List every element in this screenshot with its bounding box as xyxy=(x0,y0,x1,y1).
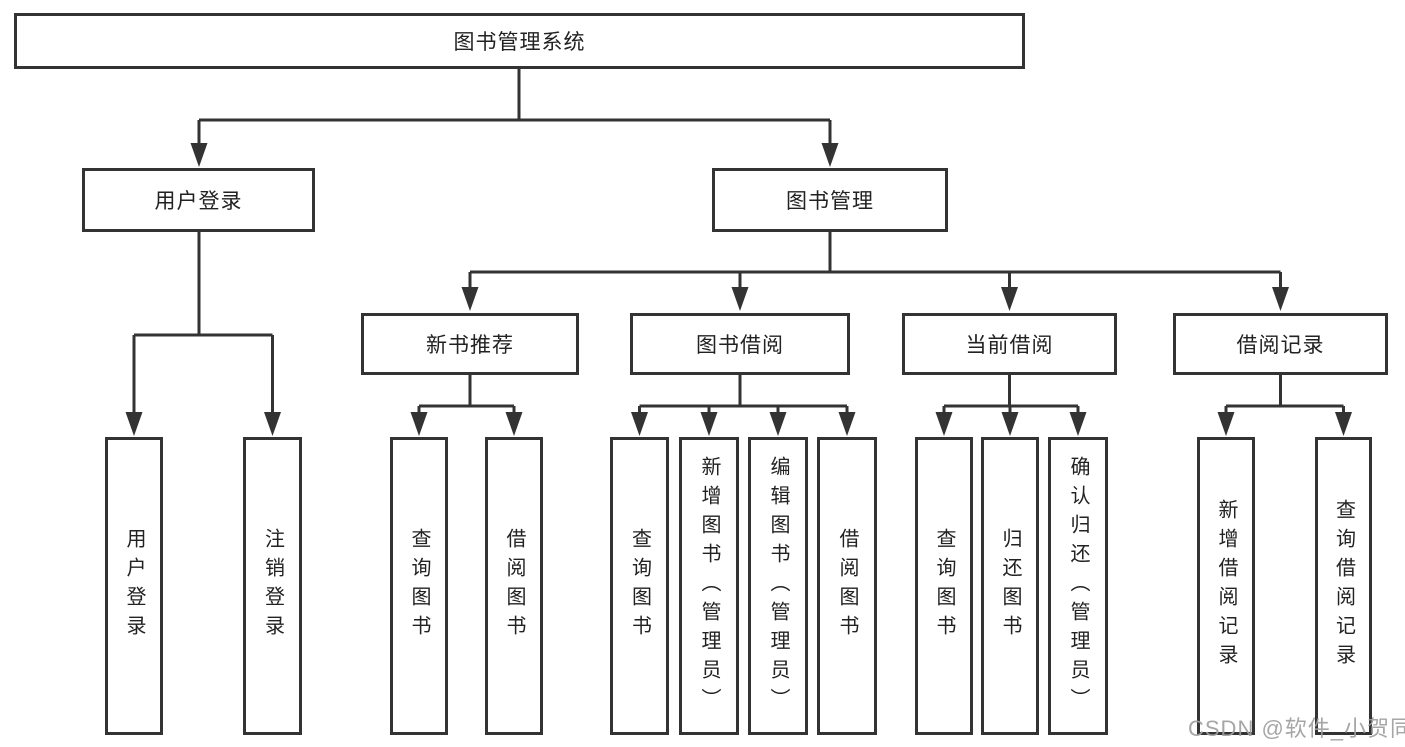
leaf-label: 查询图书 xyxy=(628,528,651,644)
arrowhead-icon xyxy=(1217,412,1235,436)
leaf-label: 查询借阅记录 xyxy=(1332,499,1355,673)
leaf-user-login: 用户登录 xyxy=(105,437,163,735)
leaf-label: 新增借阅记录 xyxy=(1215,499,1237,673)
leaf-label: 借阅图书 xyxy=(503,528,525,644)
leaf-logout: 注销登录 xyxy=(243,437,302,735)
arrowhead-icon xyxy=(461,287,479,311)
node-new-book-recommend: 新书推荐 xyxy=(361,313,579,375)
arrowhead-icon xyxy=(821,143,839,167)
node-book-management: 图书管理 xyxy=(712,168,948,232)
connector-current-to-leaves xyxy=(942,375,1080,414)
arrowhead-icon xyxy=(631,412,648,436)
arrowhead-icon xyxy=(264,412,281,436)
leaf-confirm-return-admin: 确认归还（管理员） xyxy=(1048,437,1108,735)
arrowhead-icon xyxy=(410,412,428,436)
node-label: 图书借阅 xyxy=(696,334,784,357)
leaf-return-books: 归还图书 xyxy=(981,437,1039,735)
node-current-borrowing: 当前借阅 xyxy=(902,313,1117,375)
arrowhead-icon xyxy=(125,412,143,436)
connector-borrow-to-leaves xyxy=(638,375,849,414)
node-label: 新书推荐 xyxy=(426,334,514,357)
leaf-label: 用户登录 xyxy=(123,528,145,644)
leaf-label: 归还图书 xyxy=(999,528,1021,644)
arrowhead-icon xyxy=(769,412,787,436)
node-label: 用户登录 xyxy=(154,190,243,213)
connector-mgmt-to-level3 xyxy=(468,232,1282,289)
connector-root-to-level2 xyxy=(197,69,832,145)
arrowhead-icon xyxy=(1001,412,1019,436)
csdn-watermark: CSDN @软件_小贺同学 xyxy=(1188,716,1405,741)
leaf-label: 编辑图书（管理员） xyxy=(767,455,789,717)
leaf-query-borrow-record: 查询借阅记录 xyxy=(1315,437,1372,735)
leaf-query-books-current: 查询图书 xyxy=(915,437,973,735)
leaf-label: 确认归还（管理员） xyxy=(1067,455,1089,717)
connector-login-to-leaves xyxy=(132,232,274,414)
leaf-label: 新增图书（管理员） xyxy=(698,455,720,717)
arrowhead-icon xyxy=(1069,412,1087,436)
node-label: 图书管理 xyxy=(786,190,874,213)
connector-recommend-to-leaves xyxy=(417,375,516,414)
leaf-label: 查询图书 xyxy=(408,528,430,644)
node-label: 图书管理系统 xyxy=(453,31,586,54)
node-borrowing-records: 借阅记录 xyxy=(1173,313,1388,375)
leaf-label: 查询图书 xyxy=(933,528,955,644)
arrowhead-icon xyxy=(731,287,749,311)
connector-records-to-leaves xyxy=(1224,375,1345,414)
arrowhead-icon xyxy=(1272,287,1289,311)
node-label: 当前借阅 xyxy=(965,334,1054,357)
leaf-label: 注销登录 xyxy=(261,528,284,644)
leaf-borrow-books-recommend: 借阅图书 xyxy=(485,437,543,735)
node-book-borrowing: 图书借阅 xyxy=(630,313,850,375)
leaf-query-books-borrowing: 查询图书 xyxy=(610,437,669,735)
leaf-add-books-admin: 新增图书（管理员） xyxy=(679,437,739,735)
arrowhead-icon xyxy=(935,412,953,436)
node-library-management-system: 图书管理系统 xyxy=(14,13,1025,69)
arrowhead-icon xyxy=(1001,287,1018,311)
leaf-label: 借阅图书 xyxy=(836,528,858,644)
leaf-borrow-books: 借阅图书 xyxy=(817,437,877,735)
arrowhead-icon xyxy=(190,143,208,167)
node-user-login: 用户登录 xyxy=(82,168,315,232)
arrowhead-icon xyxy=(838,412,856,436)
leaf-add-borrow-record: 新增借阅记录 xyxy=(1197,437,1255,735)
node-label: 借阅记录 xyxy=(1236,334,1325,357)
arrowhead-icon xyxy=(700,412,718,436)
leaf-edit-books-admin: 编辑图书（管理员） xyxy=(748,437,808,735)
arrowhead-icon xyxy=(505,412,523,436)
arrowhead-icon xyxy=(1335,412,1352,436)
leaf-query-books-recommend: 查询图书 xyxy=(390,437,448,735)
